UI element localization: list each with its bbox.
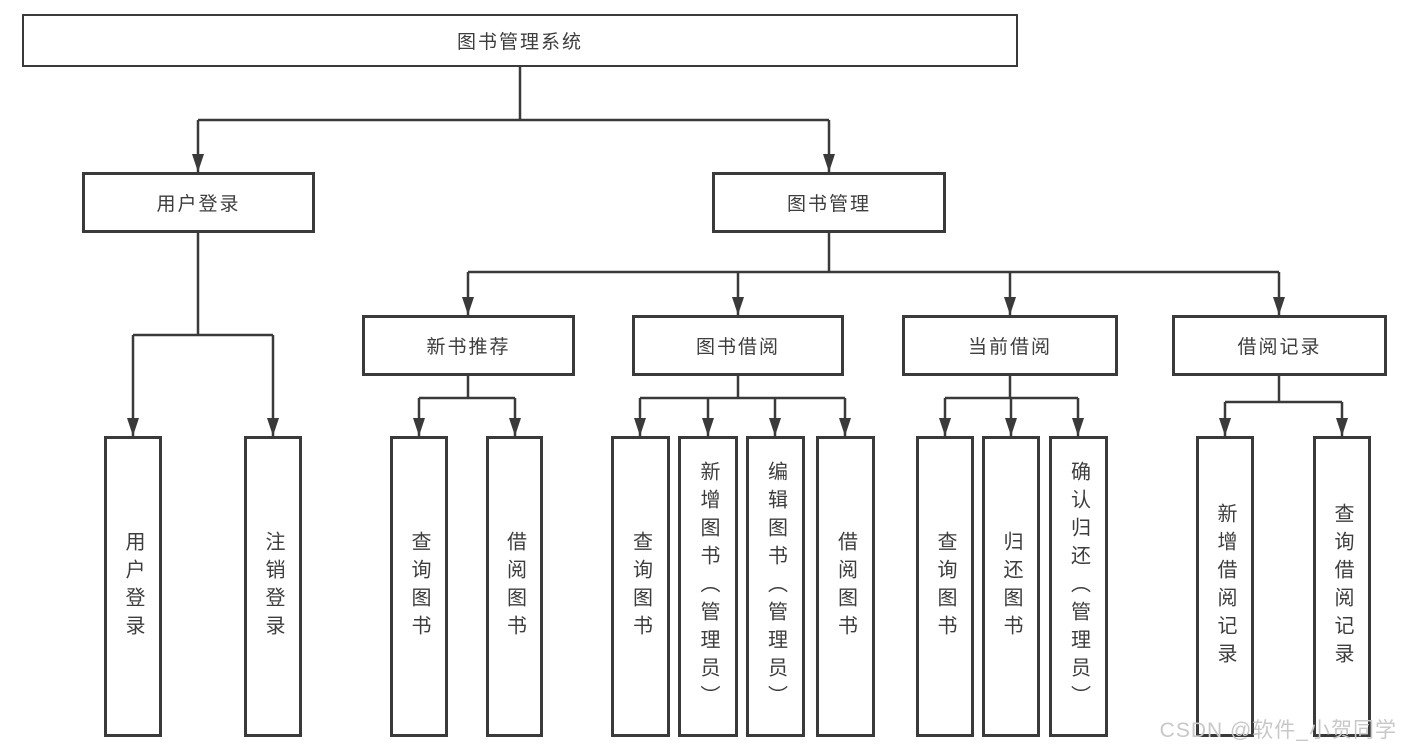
node-label: 新增借阅记录 — [1214, 502, 1236, 671]
connector-userlogin-bus — [133, 233, 273, 337]
node-label: 借阅图书 — [503, 530, 526, 643]
node-label: 归还图书 — [1000, 530, 1022, 643]
node-query-books-3: 查询图书 — [916, 436, 974, 737]
node-confirm-return-admin: 确认归还（管理员） — [1049, 436, 1108, 737]
node-book-borrowing: 图书借阅 — [632, 315, 844, 376]
node-query-borrow-record: 查询借阅记录 — [1313, 436, 1371, 737]
node-user-login-branch: 用户登录 — [82, 172, 315, 233]
node-label: 图书管理系统 — [456, 32, 583, 53]
node-label: 用户登录 — [156, 194, 241, 215]
node-label: 查询图书 — [408, 530, 430, 643]
node-edit-book-admin: 编辑图书（管理员） — [746, 436, 805, 737]
node-label: 查询图书 — [934, 530, 956, 643]
connector-root-bus — [198, 67, 829, 122]
node-book-management: 图书管理 — [712, 172, 946, 233]
node-label: 查询借阅记录 — [1331, 502, 1353, 671]
node-label: 借阅图书 — [834, 530, 857, 643]
node-label: 新书推荐 — [426, 337, 511, 358]
node-label: 图书借阅 — [695, 337, 780, 358]
node-query-books-1: 查询图书 — [390, 436, 448, 737]
node-label: 新增图书（管理员） — [697, 460, 719, 713]
node-query-books-2: 查询图书 — [611, 436, 670, 737]
connector-newbook-bus — [419, 376, 515, 400]
connector-current-bus — [945, 376, 1078, 400]
node-borrowing-records: 借阅记录 — [1172, 315, 1387, 376]
node-borrow-books-1: 借阅图书 — [486, 436, 543, 737]
node-label: 当前借阅 — [967, 337, 1052, 358]
node-add-book-admin: 新增图书（管理员） — [678, 436, 738, 737]
node-borrow-books-2: 借阅图书 — [816, 436, 875, 737]
node-label: 确认归还（管理员） — [1067, 460, 1090, 713]
node-label: 编辑图书（管理员） — [764, 460, 787, 713]
node-user-login-leaf: 用户登录 — [104, 436, 162, 737]
node-label: 查询图书 — [629, 530, 652, 643]
node-current-borrowing: 当前借阅 — [902, 315, 1118, 376]
node-label: 注销登录 — [262, 530, 284, 643]
node-new-book-recommendation: 新书推荐 — [362, 315, 575, 376]
node-add-borrow-record: 新增借阅记录 — [1196, 436, 1254, 737]
node-label: 图书管理 — [786, 194, 871, 215]
connector-borrowing-bus — [640, 376, 845, 400]
csdn-watermark: CSDN @软件_小贺同学 — [1159, 719, 1397, 742]
connector-bookmgmt-bus — [468, 233, 1279, 274]
node-label: 借阅记录 — [1237, 337, 1322, 358]
connector-records-bus — [1225, 376, 1342, 404]
node-label: 用户登录 — [122, 530, 144, 643]
node-return-books: 归还图书 — [982, 436, 1040, 737]
node-library-management-system: 图书管理系统 — [22, 14, 1018, 67]
node-logout: 注销登录 — [244, 436, 302, 737]
